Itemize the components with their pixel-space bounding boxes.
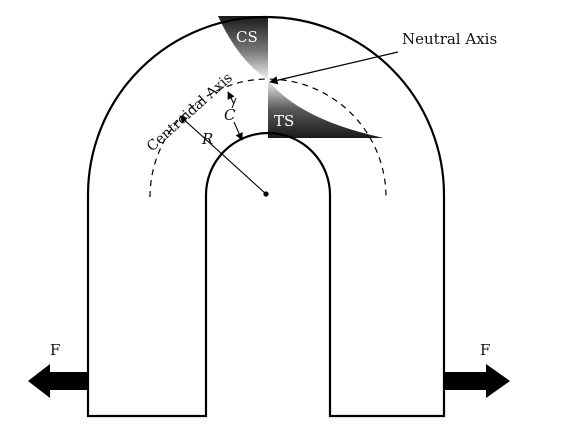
center-point bbox=[263, 191, 269, 197]
force-left-label: F bbox=[50, 341, 60, 359]
centroidal-axis-label: Centroidal Axis bbox=[144, 70, 236, 155]
centroidal-axis-line bbox=[149, 78, 387, 198]
force-right-label: F bbox=[480, 341, 490, 359]
u-beam-outline bbox=[86, 15, 446, 418]
offset-arrow-down bbox=[233, 121, 243, 141]
offset-arrow-up bbox=[227, 91, 235, 105]
cs-label: CS bbox=[236, 28, 258, 46]
radius-line bbox=[179, 115, 267, 195]
radius-label: R bbox=[201, 130, 213, 148]
compressive-stress-region bbox=[218, 16, 268, 80]
ts-label: TS bbox=[274, 112, 294, 130]
offset-label: C bbox=[224, 106, 236, 124]
force-arrow-right bbox=[444, 364, 510, 398]
force-arrow-left bbox=[28, 364, 88, 398]
tensile-stress-region bbox=[268, 80, 384, 138]
neutral-axis-leader bbox=[269, 51, 399, 85]
neutral-axis-label: Neutral Axis bbox=[402, 30, 497, 48]
